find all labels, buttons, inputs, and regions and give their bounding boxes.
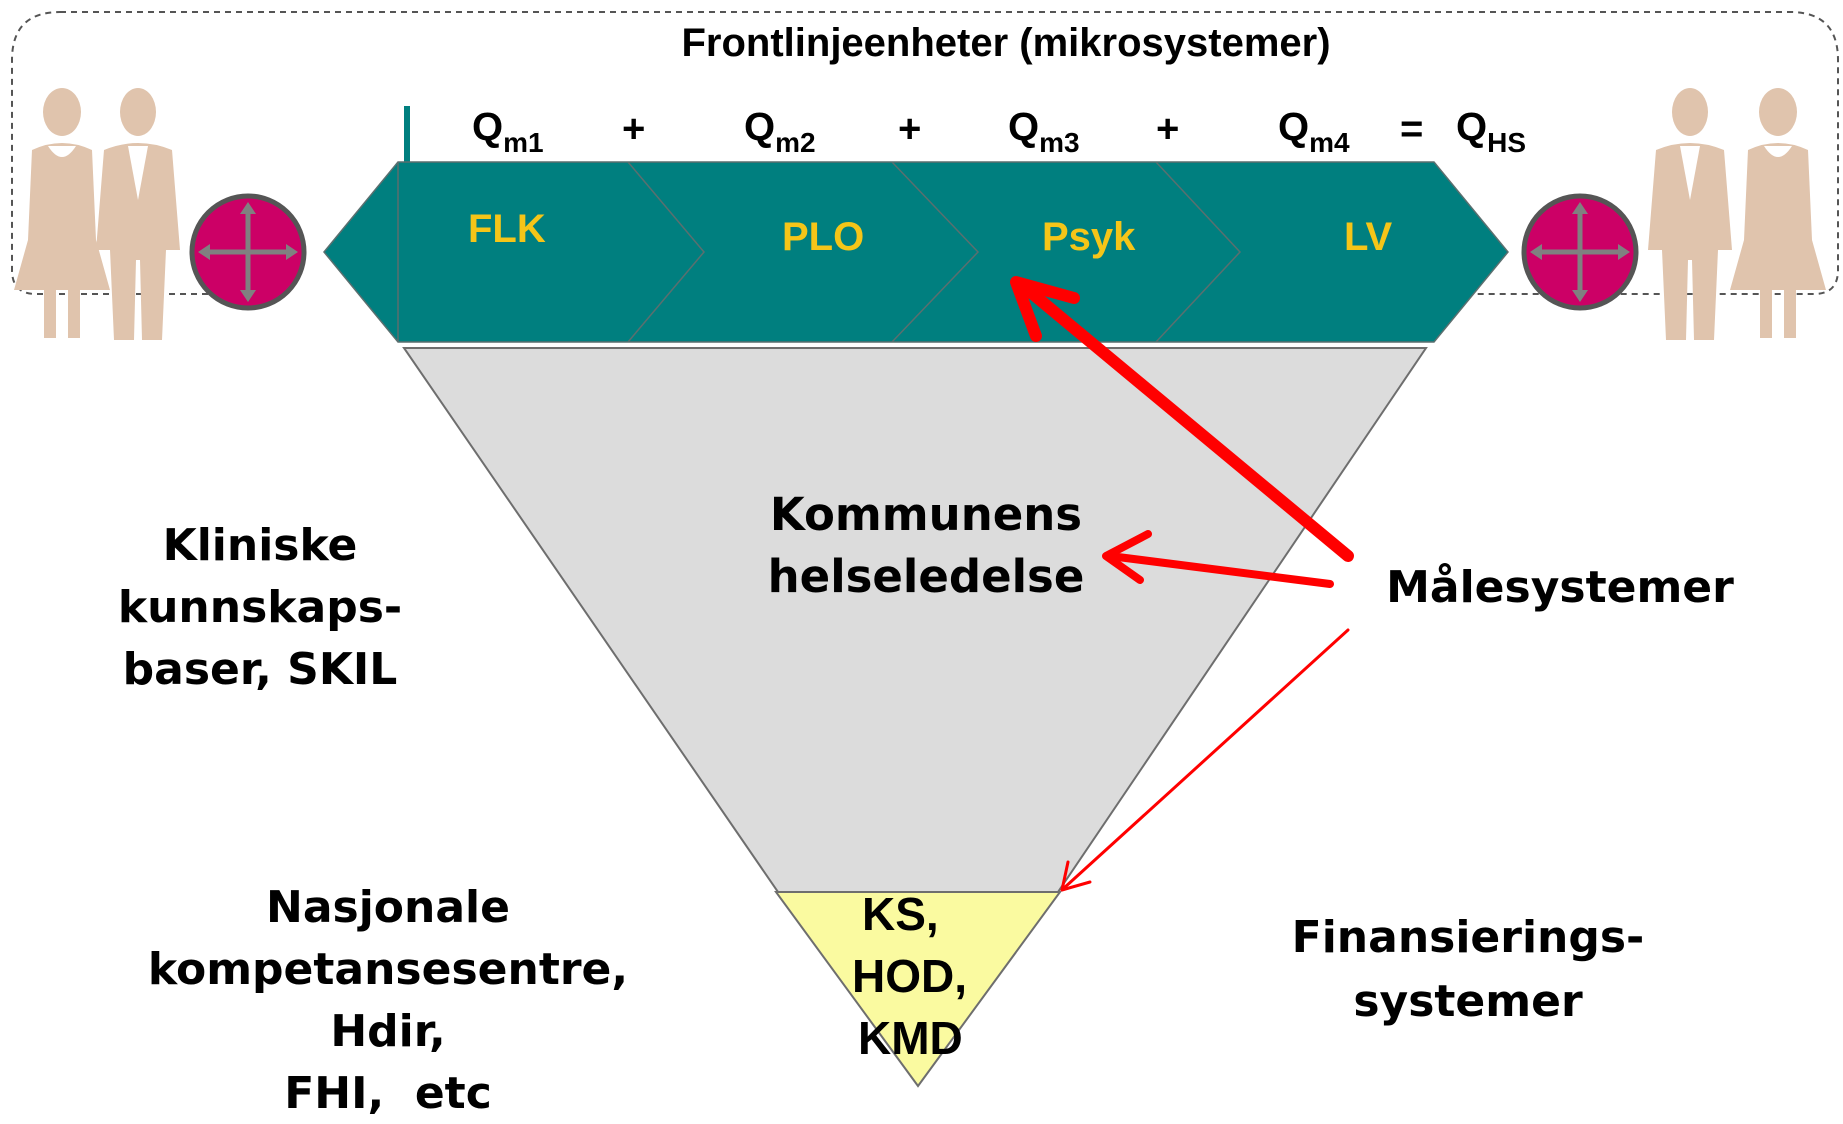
segment-plo: PLO: [782, 215, 864, 259]
arrow-to-management: [1106, 552, 1334, 588]
equation-term-4: Qm4: [1278, 105, 1350, 158]
person-icon: [96, 88, 180, 340]
arrow-to-apex: [1062, 628, 1350, 890]
equation-result: QHS: [1456, 105, 1526, 158]
center-label-line2: helseledelse: [768, 550, 1085, 603]
arrow-to-management-head: [1102, 530, 1152, 584]
segment-flk: FLK: [468, 207, 546, 251]
apex-label-kmd: KMD: [858, 1012, 963, 1064]
apex-triangle: [774, 891, 1062, 1088]
left-bottom-line3: Hdir,: [330, 1006, 445, 1057]
segment-divider-2: [891, 161, 980, 343]
arrow-to-apex-head: [1060, 860, 1092, 892]
segment-divider-3: [1155, 161, 1242, 343]
apex-label-ks: KS,: [862, 888, 939, 940]
management-triangle: [402, 347, 1428, 893]
right-bottom-line2: systemer: [1353, 976, 1583, 1027]
person-icon: [14, 88, 110, 338]
segment-divider-1: [627, 161, 705, 343]
microsystem-frame: [11, 11, 1839, 295]
microsystem-band: [323, 161, 1509, 343]
person-icon: [1648, 88, 1732, 340]
left-top-line2: kunnskaps-: [118, 582, 402, 633]
apex-label-hod: HOD,: [852, 950, 967, 1002]
arrow-to-band: [1022, 284, 1354, 562]
left-bottom-line2: kompetansesentre,: [148, 944, 628, 995]
equation-term-3: Qm3: [1008, 105, 1080, 158]
segment-lv: LV: [1344, 215, 1392, 259]
equals-sign: =: [1400, 107, 1423, 151]
quality-equation: Qm1 + Qm2 + Qm3 + Qm4 = QHS: [472, 105, 1526, 158]
center-label-line1: Kommunens: [770, 488, 1082, 541]
left-top-line3: baser, SKIL: [123, 644, 398, 695]
equation-term-2: Qm2: [744, 105, 816, 158]
four-way-arrow-icon: [189, 193, 307, 311]
left-top-line1: Kliniske: [163, 520, 358, 571]
left-bottom-line1: Nasjonale: [266, 882, 510, 933]
arrow-to-band-head: [1010, 276, 1080, 342]
band-tick: [404, 106, 410, 162]
measurement-systems-label: Målesystemer: [1386, 562, 1734, 613]
right-bottom-line1: Finansierings-: [1292, 912, 1645, 963]
four-way-arrow-icon: [1521, 193, 1639, 311]
plus-sign-2: +: [898, 107, 921, 151]
left-bottom-line4: FHI, etc: [284, 1068, 492, 1119]
equation-term-1: Qm1: [472, 105, 544, 158]
plus-sign-1: +: [622, 107, 645, 151]
plus-sign-3: +: [1156, 107, 1179, 151]
frame-title: Frontlinjeenheter (mikrosystemer): [681, 21, 1330, 65]
person-icon: [1730, 88, 1826, 338]
segment-psyk: Psyk: [1042, 215, 1136, 259]
